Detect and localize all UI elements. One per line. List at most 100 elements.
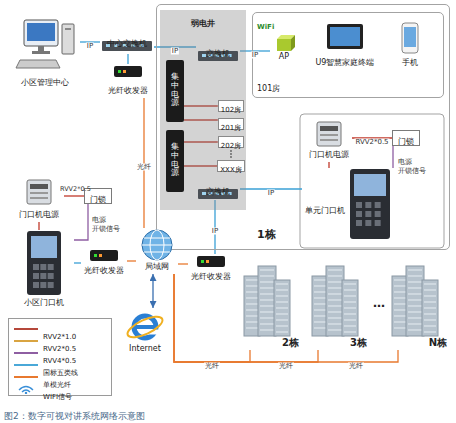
label-holder: 1栋 [257,223,276,242]
label-holder: 单元门口机 [305,198,345,217]
window-line [276,332,288,333]
wifi-dot [25,392,27,394]
legend-sample [13,372,39,382]
psu-part [30,192,48,194]
label-holder: RVV2*1.0 [43,324,76,343]
window-line [408,318,422,319]
window-line [408,276,422,277]
pc-part [65,28,71,30]
window-line [424,314,436,315]
window-line [394,298,406,299]
bldg-part [422,280,438,336]
edge-label: RVV2*0.5 [354,139,389,146]
label-holder: 102房 [219,97,243,116]
pc-label: 小区管理中心 [21,78,69,87]
label-holder: N栋 [429,331,447,350]
window-line [394,316,406,317]
globe-part [142,230,172,260]
label-holder: 门口机电源 [14,202,64,221]
label-holder: 2栋 [282,331,299,350]
legend-sample [13,336,39,346]
window-line [328,294,342,295]
door-part [31,236,57,258]
edge-label: IP [86,43,94,50]
edge-label: IP [267,190,275,197]
label-holder: 小区门口机 [14,290,74,309]
window-line [314,286,326,287]
window-line [314,298,326,299]
psu-label: 门口机电源 [19,210,59,219]
label-holder: RVV2*0.5 [354,129,389,148]
keyboard [16,60,60,68]
legend-text: RVV4*0.5 [43,357,76,365]
label-holder: 集中电源 [166,143,184,179]
door-part [365,211,371,217]
fiber-node: 光纤收发器 [81,248,127,278]
window-line [314,280,326,281]
free-label: 开锁信号 [92,225,120,233]
band-node: 弱电井交换机交换机集中电源集中电源102房201房202房XXX房 [160,10,246,210]
sw-label: 中心交换机 [107,39,147,48]
free-label: 电源 [92,216,106,224]
ie-label: Internet [129,344,161,353]
legend-sample [13,360,39,370]
power-node: 集中电源 [166,60,184,122]
door-part [375,220,381,226]
label-holder: 光纤 [348,353,364,372]
label-holder: 光纤 [204,353,220,372]
legend-line [14,328,38,330]
window-line [328,318,342,319]
label-holder: 光纤 [136,154,152,173]
label-holder: AP [270,44,298,63]
fiber-part [201,260,204,263]
pc-part [27,23,55,41]
room-label: 201房 [221,124,241,132]
label-holder: IP [251,42,259,61]
fiber-node: 光纤收发器 [104,64,152,98]
door-part [375,202,381,208]
window-line [344,308,356,309]
legend-text: RVV2*0.5 [43,345,76,353]
connector [392,146,393,168]
label-holder: IP [171,38,179,57]
edge-label: IP [211,228,219,235]
window-line [344,284,356,285]
fiber-part [90,250,118,261]
window-line [314,310,326,311]
window-line [424,332,436,333]
window-line [328,306,342,307]
window-line [246,304,258,305]
phone-node: 手机 [392,22,428,70]
bldg-node: N栋 [388,262,448,350]
free-label: … [373,297,385,311]
window-line [328,312,342,313]
label-holder: U9智慧家庭终端 [310,50,380,69]
window-line [260,282,274,283]
window-line [314,292,326,293]
fiber-part [99,254,102,257]
window-line [328,324,342,325]
window-line [328,288,342,289]
window-line [424,296,436,297]
frame-node: 101房APU9智慧家庭终端手机 [252,12,444,98]
pc-part [24,20,58,46]
psu-part [30,197,48,199]
globe-node: 局域网 [136,228,178,274]
bldg-node: 3栋 [308,262,368,350]
globe-part [144,238,170,239]
power-label: 集中电源 [171,143,179,178]
window-line [246,280,258,281]
ap-node: AP [270,34,298,64]
fiber-part [197,256,225,267]
door-part [356,220,362,226]
window-line [424,302,436,303]
caption: 图2：数字可视对讲系统网络示意图 [4,411,145,421]
window-line [408,330,422,331]
door-part [354,174,386,196]
bldg-part [326,266,344,336]
bldg-node: 2栋 [240,262,300,350]
door-part [40,273,46,279]
door-part [27,231,61,295]
connector [74,204,88,240]
door-node: 单元门口机 [302,168,394,242]
